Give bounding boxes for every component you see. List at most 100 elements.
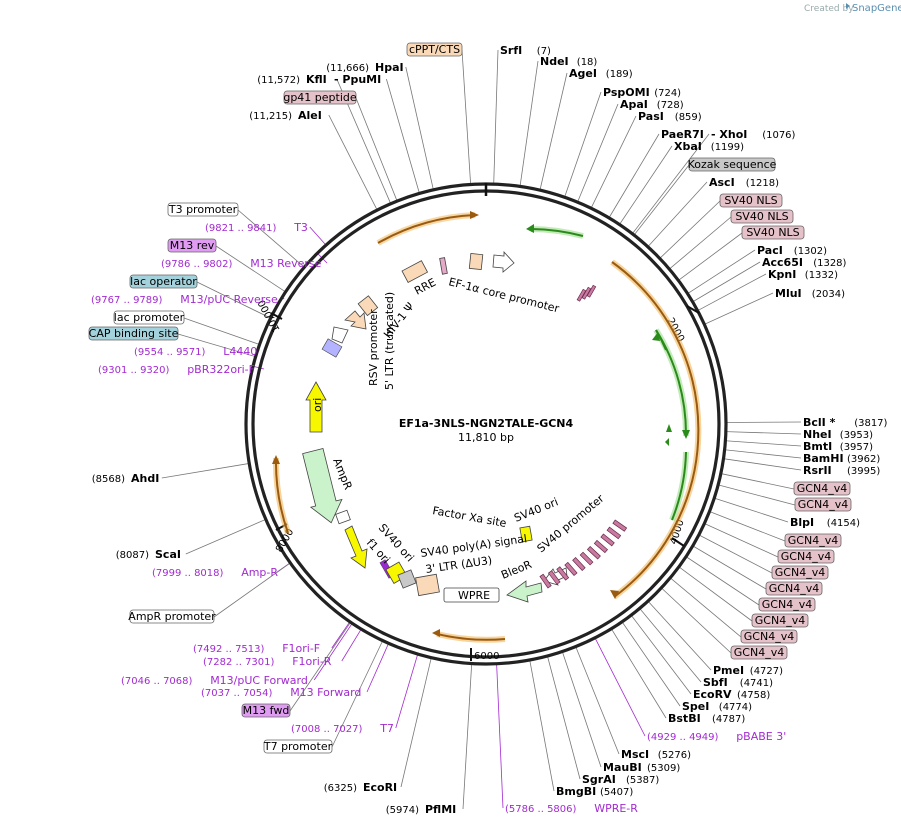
rsv-promoter-feature	[331, 326, 349, 344]
feature-callout: M13 fwd	[243, 704, 290, 717]
primer-label: WPRE-R	[594, 802, 638, 815]
ampr-feature	[302, 448, 343, 524]
site-position: (11,572)	[257, 75, 300, 86]
site-label: SbfI	[703, 676, 728, 689]
site-position: (859)	[675, 112, 702, 123]
site-position: (18)	[577, 57, 598, 68]
site-position: (3957)	[840, 442, 873, 453]
feature-callout: SV40 NLS	[724, 194, 777, 207]
feature-callout: lac promoter	[114, 311, 185, 324]
site-position: (7)	[537, 46, 551, 57]
primer-position: (7282 .. 7301)	[203, 657, 275, 668]
feature-callout: GCN4_v4	[755, 614, 805, 627]
site-label: RsrII	[803, 464, 832, 477]
primer-label: M13 Forward	[290, 686, 361, 699]
credit-brand: SnapGene	[852, 3, 901, 14]
primer-label: F1ori-R	[292, 655, 332, 668]
ori-feature	[305, 381, 327, 433]
site-label: Acc65I	[762, 256, 803, 269]
feature-callout: gp41 peptide	[283, 91, 357, 104]
feature-callout: Kozak sequence	[688, 158, 777, 171]
site-label: MluI	[775, 287, 802, 300]
feature-callout: GCN4_v4	[797, 482, 847, 495]
feature-callout: M13 rev	[170, 239, 215, 252]
inner-label: RSV promoter	[367, 309, 380, 386]
site-label: PasI	[638, 110, 664, 123]
wpre-feature	[443, 587, 500, 603]
inner-label: 5' LTR (truncated)	[383, 292, 396, 390]
site-label: MauBI	[603, 761, 642, 774]
site-position: (3817)	[854, 418, 887, 429]
gp41-feature	[439, 257, 448, 275]
site-label: PacI	[757, 244, 783, 257]
site-position: (3995)	[847, 466, 880, 477]
feature-callout: lac operator	[130, 275, 197, 288]
plasmid-name: EF1a-3NLS-NGN2TALE-GCN4	[399, 417, 574, 430]
feature-callout: SV40 NLS	[735, 210, 788, 223]
site-label: NdeI	[540, 55, 569, 68]
site-position: (2034)	[812, 289, 845, 300]
primer-label: T7	[379, 722, 394, 735]
site-label: NheI	[803, 428, 832, 441]
inner-label: AmpR	[330, 456, 354, 492]
primer-position: (7492 .. 7513)	[193, 644, 265, 655]
hiv-psi-feature	[357, 295, 379, 317]
site-position: (4787)	[712, 714, 745, 725]
primer-labels: (9821 .. 9841)T3(9786 .. 9802)M13 Revers…	[91, 221, 786, 815]
site-position: (3953)	[840, 430, 873, 441]
site-label: PmeI	[713, 664, 744, 677]
site-label: ScaI	[155, 548, 181, 561]
site-label: BmgBI	[556, 785, 596, 798]
site-label: PspOMI	[603, 86, 650, 99]
snapgene-logo-icon	[846, 3, 850, 9]
primer-label: pBABE 3'	[736, 730, 786, 743]
inner-label: Factor Xa site	[431, 504, 507, 530]
site-label: BlpI	[790, 516, 814, 529]
inner-label: SV40 ori	[512, 495, 560, 524]
leader-lines	[161, 49, 802, 810]
site-position: (4154)	[827, 518, 860, 529]
primer-position: (7046 .. 7068)	[121, 676, 193, 687]
ef1a-promoter-feature	[492, 250, 515, 273]
site-label: ApaI	[620, 98, 648, 111]
ltr-feature	[344, 310, 367, 330]
cppt-feature	[468, 252, 484, 271]
site-position: (4727)	[750, 666, 783, 677]
primer-position: (4929 .. 4949)	[647, 732, 719, 743]
site-label: PflMI	[425, 803, 456, 816]
inner-label: EF-1α core promoter	[447, 275, 561, 315]
primer-label: F1ori-F	[282, 642, 320, 655]
site-position: (5974)	[386, 805, 419, 816]
site-label: BclI *	[803, 416, 836, 429]
feature-callout: SV40 NLS	[746, 226, 799, 239]
site-label: HpaI	[375, 61, 404, 74]
rre-feature	[401, 260, 429, 284]
site-position: (4741)	[740, 678, 773, 689]
site-label: KflI	[306, 73, 327, 86]
site-label: - PpuMI	[334, 73, 381, 86]
feature-callout: T7 promoter	[263, 740, 333, 753]
site-position: (189)	[606, 69, 633, 80]
feature-callout: CAP binding site	[89, 327, 179, 340]
primer-position: (9554 .. 9571)	[134, 347, 206, 358]
f1-ori-feature	[344, 525, 368, 569]
site-label: EcoRI	[363, 781, 397, 794]
feature-arcs	[272, 211, 702, 643]
site-label: AgeI	[569, 67, 597, 80]
site-position: (1076)	[762, 130, 795, 141]
primer-position: (7008 .. 7027)	[291, 724, 363, 735]
site-label: SgrAI	[582, 773, 616, 786]
site-position: (1199)	[711, 142, 744, 153]
site-position: (5407)	[600, 787, 633, 798]
site-position: (1328)	[813, 258, 846, 269]
site-label: BamHI	[803, 452, 844, 465]
tick-label: 6000	[474, 651, 499, 662]
site-position: (5309)	[647, 763, 680, 774]
feature-callout: GCN4_v4	[781, 550, 831, 563]
site-label: AleI	[298, 109, 322, 122]
site-label: BmtI	[803, 440, 832, 453]
site-position: (4758)	[737, 690, 770, 701]
sv40-polya-feature	[397, 569, 417, 589]
site-position: (8568)	[92, 474, 125, 485]
site-position: (8087)	[116, 550, 149, 561]
